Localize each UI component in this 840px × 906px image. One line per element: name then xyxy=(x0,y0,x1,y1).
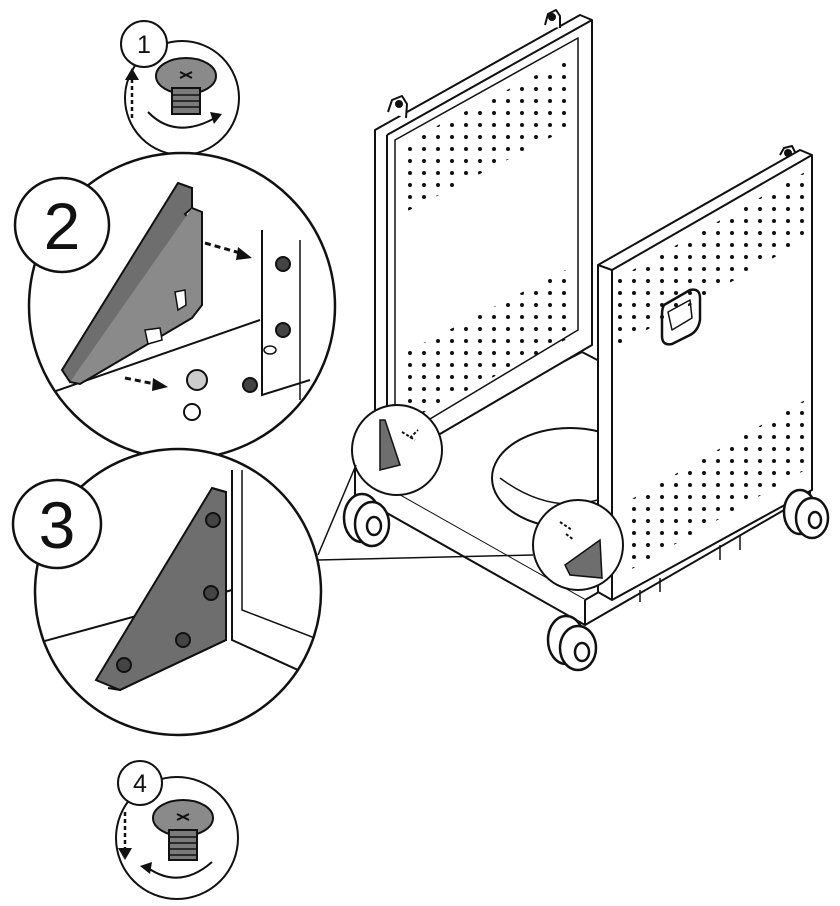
bracket-attach-icon xyxy=(124,241,291,421)
callout-lines xyxy=(317,464,534,561)
caster-right xyxy=(782,488,830,540)
bracket-installed-icon xyxy=(116,512,221,673)
step-2-callout: 2 xyxy=(13,151,337,461)
caster-front-left xyxy=(342,492,391,548)
screw-tighten-icon xyxy=(118,799,214,879)
step-2-number: 2 xyxy=(44,189,81,263)
step-3-callout: 3 xyxy=(11,447,323,737)
caster-front xyxy=(546,614,598,672)
detail-bubble-left xyxy=(351,404,443,496)
screw-loosen-icon xyxy=(125,57,222,129)
step-4-number: 4 xyxy=(133,770,147,798)
caster-wheels xyxy=(342,488,830,672)
step-4-callout: 4 xyxy=(115,760,239,900)
step-1-number: 1 xyxy=(137,31,151,59)
step-3-number: 3 xyxy=(39,488,76,562)
step-1-callout: 1 xyxy=(120,20,240,156)
detail-bubble-right xyxy=(532,499,624,591)
